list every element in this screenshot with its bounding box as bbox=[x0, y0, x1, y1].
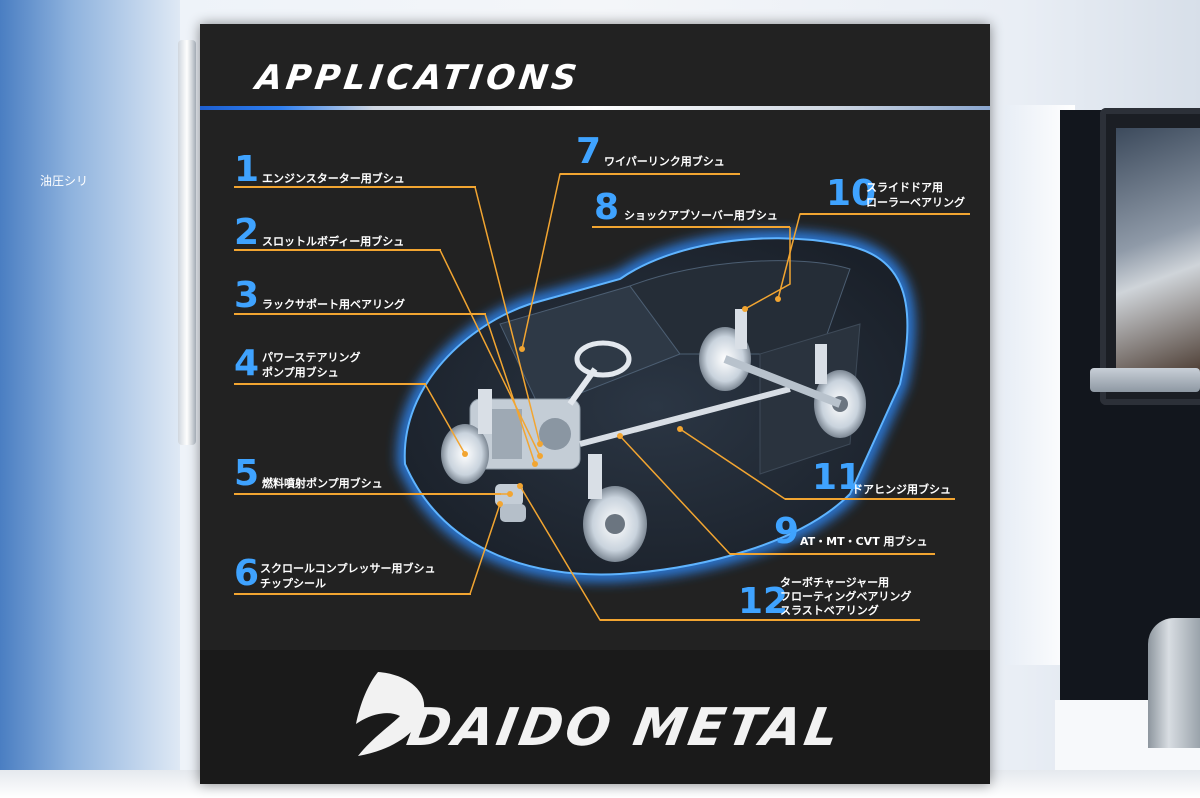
application-underline-1 bbox=[234, 186, 476, 188]
application-number-1: 1 bbox=[234, 149, 260, 190]
monitor-stand bbox=[1090, 368, 1200, 392]
daido-metal-logo: DAIDO METAL bbox=[350, 664, 870, 774]
car-cutaway-diagram bbox=[240, 173, 970, 621]
application-label-12-line-1: ターボチャージャー用 bbox=[780, 576, 890, 589]
application-number-12: 12 bbox=[738, 581, 789, 622]
blue-side-light bbox=[0, 0, 180, 798]
leader-dots bbox=[462, 296, 781, 507]
application-number-5: 5 bbox=[234, 453, 260, 494]
application-number-7: 7 bbox=[576, 131, 602, 172]
application-underline-4 bbox=[234, 383, 426, 385]
display-monitor bbox=[1100, 108, 1200, 405]
logo-swoosh-icon bbox=[356, 672, 425, 756]
application-underline-11 bbox=[785, 498, 955, 500]
monitor-screen bbox=[1116, 128, 1200, 373]
title-underline bbox=[200, 106, 990, 110]
application-label-10-line-2: ローラーベアリング bbox=[866, 196, 965, 209]
drive-shaft bbox=[579, 386, 791, 447]
application-label-6-line-2: チップシール bbox=[260, 577, 326, 590]
brand-name: DAIDO METAL bbox=[402, 698, 847, 758]
compressor-part bbox=[500, 504, 526, 522]
application-label-6-line-1: スクロールコンプレッサー用ブシュ bbox=[260, 562, 436, 575]
logo-band bbox=[200, 650, 990, 784]
application-underline-7 bbox=[560, 173, 740, 175]
application-label-7: ワイパーリンク用ブシュ bbox=[604, 155, 725, 168]
applications-board: APPLICATIONS bbox=[200, 24, 990, 784]
application-label-4-line-2: ポンプ用ブシュ bbox=[262, 366, 339, 379]
application-label-1: エンジンスターター用ブシュ bbox=[262, 172, 405, 185]
application-label-2: スロットルボディー用ブシュ bbox=[262, 235, 405, 248]
monitor-caption: 油圧シリ bbox=[40, 174, 89, 188]
application-label-3: ラックサポート用ベアリング bbox=[262, 298, 405, 311]
application-underline-8 bbox=[592, 226, 790, 228]
application-underline-9 bbox=[730, 553, 935, 555]
application-number-10: 10 bbox=[826, 173, 877, 214]
application-underline-6 bbox=[234, 593, 471, 595]
roof-panel bbox=[629, 260, 851, 355]
application-number-4: 4 bbox=[234, 343, 260, 384]
application-number-8: 8 bbox=[594, 187, 620, 228]
application-label-11: ドアヒンジ用ブシュ bbox=[852, 483, 951, 496]
application-label-10-line-1: スライドドア用 bbox=[866, 181, 943, 194]
application-underline-5 bbox=[234, 493, 501, 495]
application-label-5: 燃料噴射ポンプ用ブシュ bbox=[262, 477, 383, 490]
application-label-12-line-2: フローティングベアリング bbox=[780, 590, 912, 603]
application-label-9: AT・MT・CVT 用ブシュ bbox=[800, 535, 928, 548]
application-number-9: 9 bbox=[774, 511, 800, 552]
application-label-4-line-1: パワーステアリング bbox=[262, 351, 361, 364]
application-underline-2 bbox=[234, 249, 441, 251]
application-number-3: 3 bbox=[234, 275, 260, 316]
application-number-11: 11 bbox=[812, 457, 863, 498]
application-number-2: 2 bbox=[234, 212, 260, 253]
application-underline-3 bbox=[234, 313, 486, 315]
application-underline-12 bbox=[600, 619, 920, 621]
application-label-8: ショックアブソーバー用ブシュ bbox=[624, 209, 778, 222]
application-label-12-line-3: スラストベアリング bbox=[780, 604, 879, 617]
application-underline-10 bbox=[800, 213, 970, 215]
application-number-6: 6 bbox=[234, 553, 260, 594]
left-display-rail bbox=[178, 40, 196, 445]
metal-cylinder-sample bbox=[1148, 618, 1200, 748]
steering-wheel bbox=[574, 340, 632, 378]
